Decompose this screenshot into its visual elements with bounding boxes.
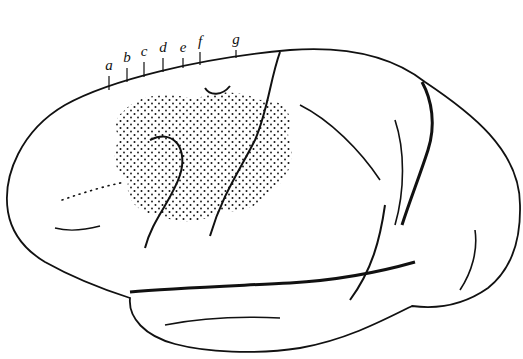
intraparietal-sulcus (300, 105, 380, 180)
temporal-sulcus (165, 317, 280, 325)
lunate-sulcus (402, 82, 432, 225)
region-letter: b (123, 50, 131, 65)
small-sulcus (55, 226, 100, 230)
region-letter: c (141, 44, 148, 59)
central-sulcus (210, 52, 280, 236)
region-letter: d (159, 40, 167, 55)
region-letter: g (232, 32, 240, 47)
region-letter: e (180, 40, 187, 55)
small-sulcus (205, 86, 230, 94)
temporal-sulcus (350, 205, 385, 300)
region-letter: a (105, 58, 113, 73)
region-letter: f (198, 34, 202, 49)
brain-outline (7, 49, 520, 352)
lateral-fissure (130, 262, 415, 292)
temporal-sulcus (460, 230, 476, 290)
stipple-trail (62, 182, 125, 200)
leader-ticks (109, 50, 236, 90)
arcuate-sulcus (145, 137, 182, 248)
occipital-sulcus (395, 120, 403, 225)
